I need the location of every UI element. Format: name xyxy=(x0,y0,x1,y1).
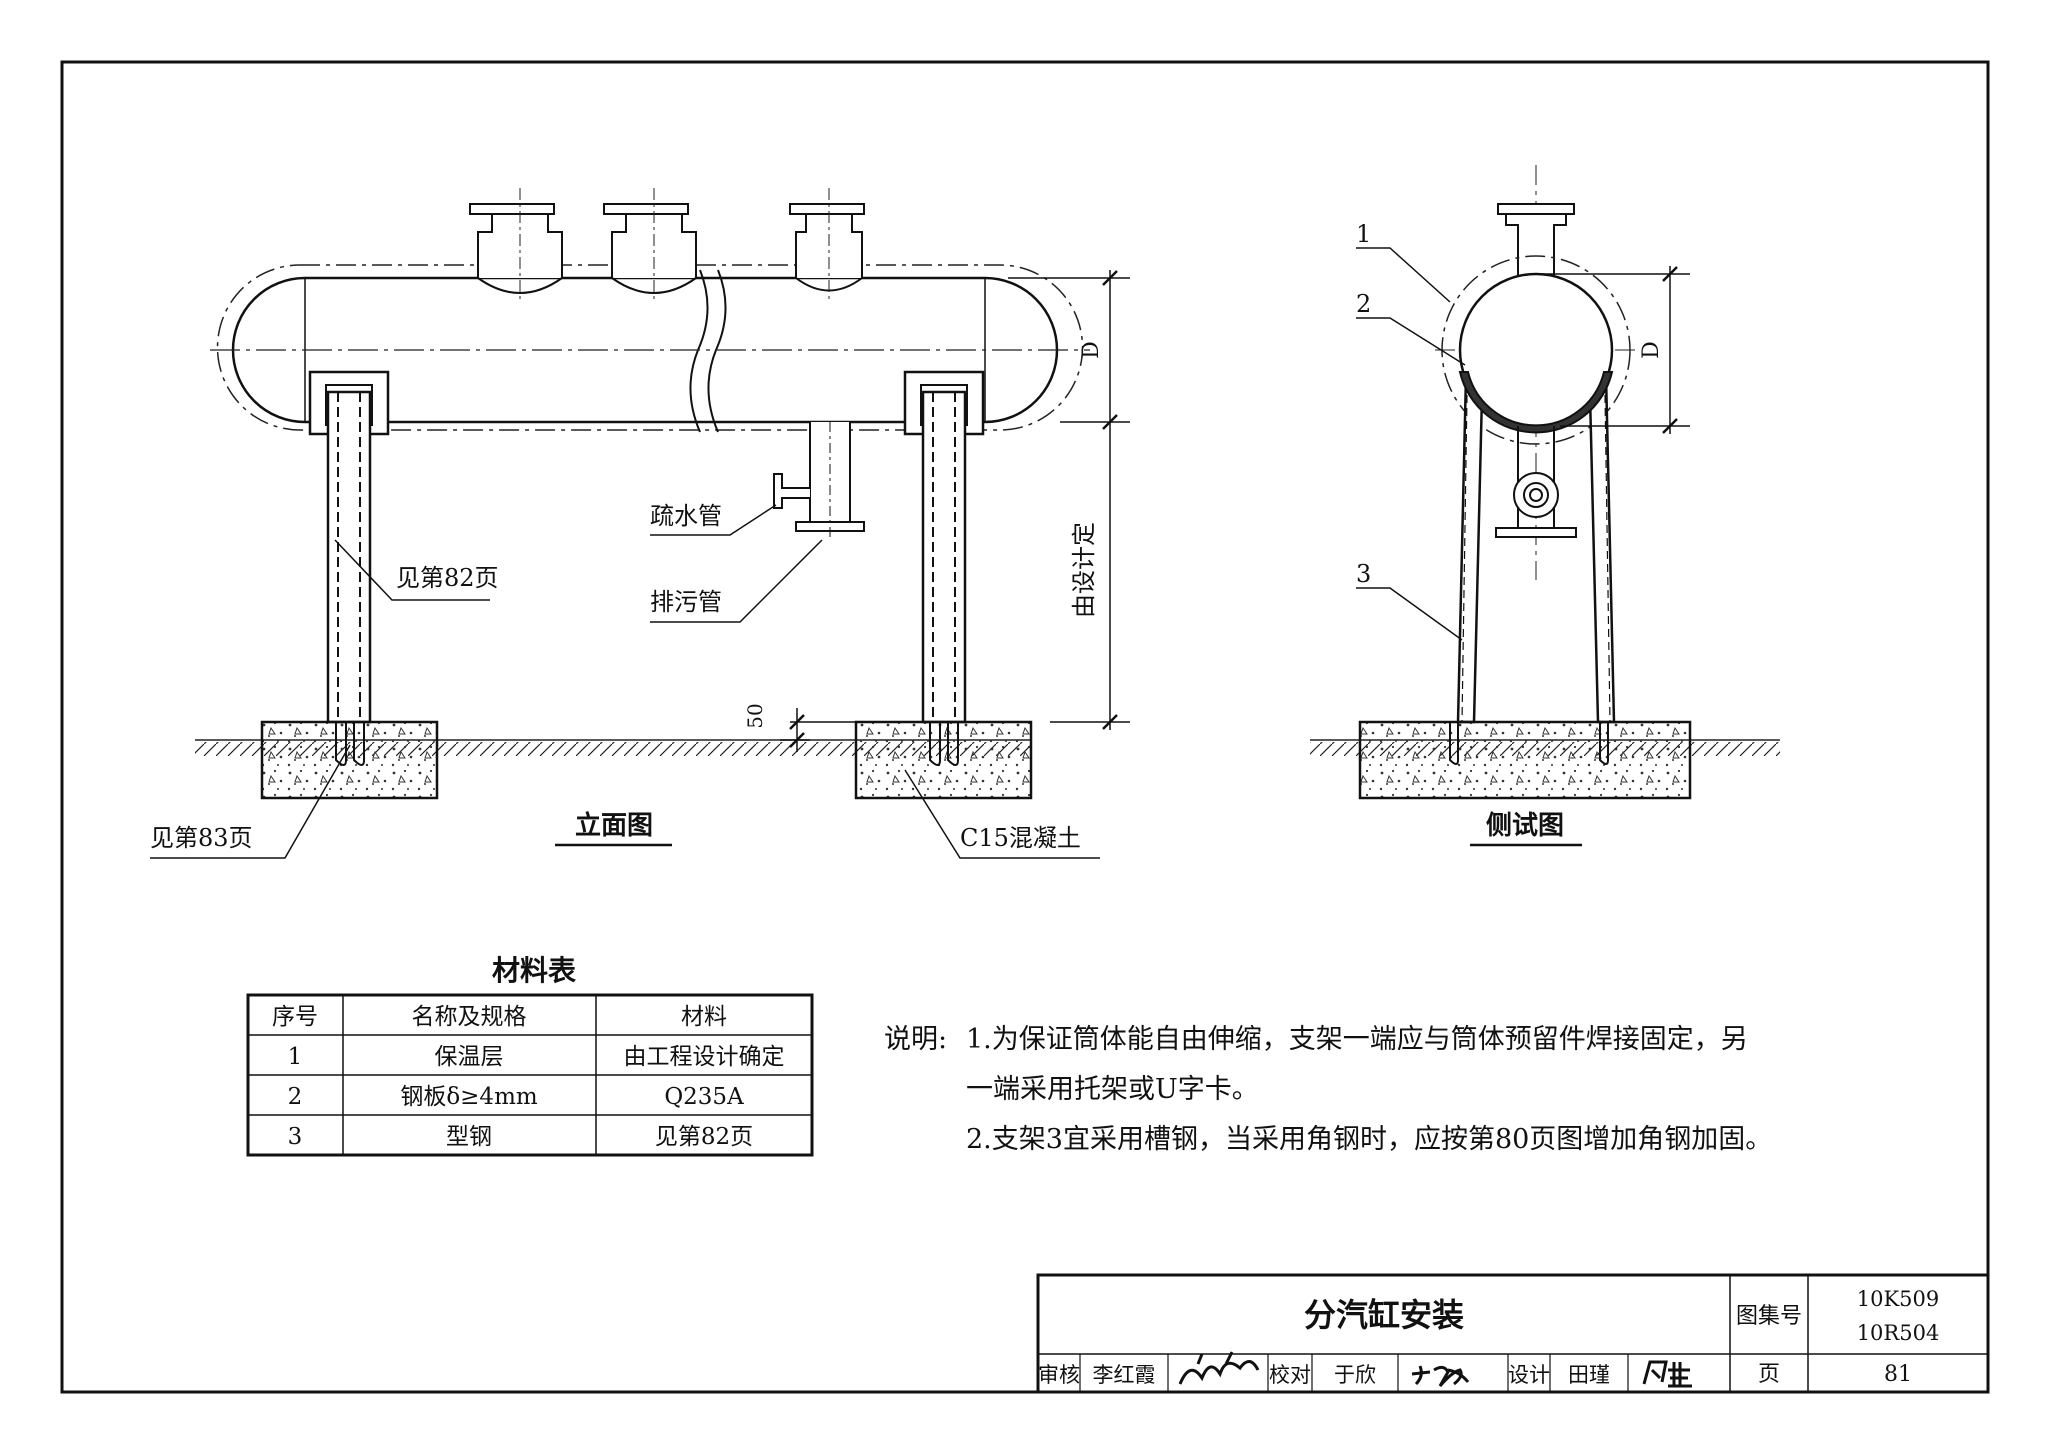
side-dimension xyxy=(1540,266,1690,434)
label-drain-pipe: 疏水管 xyxy=(650,502,722,530)
side-saddle-plate xyxy=(1458,371,1614,434)
materials-row-1-material: 由工程设计确定 xyxy=(624,1044,785,1070)
side-callout-2: 2 xyxy=(1356,290,1371,318)
atlas-label: 图集号 xyxy=(1736,1304,1802,1329)
notes-line-2: 一端采用托架或U字卡。 xyxy=(966,1074,1259,1105)
side-callout-1: 1 xyxy=(1356,220,1371,248)
notes-label: 说明: xyxy=(884,1024,947,1055)
materials-row-3-material: 见第82页 xyxy=(655,1124,753,1150)
right-support xyxy=(903,370,985,724)
materials-row-3-name: 型钢 xyxy=(446,1124,492,1150)
notes: 说明: 1.为保证筒体能自由伸缩，支架一端应与筒体预留件焊接固定，另 一端采用托… xyxy=(884,1024,1772,1155)
label-see-page-82: 见第82页 xyxy=(396,564,499,592)
materials-row-1-name: 保温层 xyxy=(435,1044,504,1070)
title-block: 分汽缸安装 图集号 10K509 10R504 页 81 审核 李红霞 校对 于… xyxy=(1036,1273,1990,1394)
materials-header-name: 名称及规格 xyxy=(412,1004,527,1030)
right-foundation xyxy=(854,720,1033,800)
materials-row-3-no: 3 xyxy=(288,1124,303,1150)
side-foundation xyxy=(1358,720,1692,800)
anchor-bolts xyxy=(335,722,959,766)
materials-row-1-no: 1 xyxy=(288,1044,303,1070)
atlas-number-2: 10R504 xyxy=(1857,1321,1940,1345)
check-name: 于欣 xyxy=(1334,1363,1376,1387)
drawing-title: 分汽缸安装 xyxy=(1304,1296,1464,1334)
elevation-view: D 由设计定 50 见第82页 见第83页 疏水管 排污管 C15混凝土 立面图 xyxy=(150,188,1130,859)
materials-row-2-no: 2 xyxy=(288,1084,303,1110)
dim-50-label: 50 xyxy=(743,703,767,728)
materials-header-no: 序号 xyxy=(272,1004,318,1030)
side-top-nozzle xyxy=(1497,203,1575,280)
side-view-title: 侧试图 xyxy=(1486,811,1564,841)
dimension-lines xyxy=(780,270,1130,752)
atlas-number-1: 10K509 xyxy=(1857,1287,1940,1311)
side-callout-leaders xyxy=(1356,247,1466,641)
sheet-border xyxy=(60,60,1990,1394)
leader-lines xyxy=(150,504,1100,859)
side-dim-d-label: D xyxy=(1639,341,1664,359)
materials-title: 材料表 xyxy=(492,954,576,987)
materials-header-material: 材料 xyxy=(681,1004,727,1030)
review-signature xyxy=(1178,1351,1260,1385)
left-support xyxy=(308,370,390,724)
materials-row-2-name: 钢板δ≥4mm xyxy=(400,1084,538,1110)
label-see-page-83: 见第83页 xyxy=(150,824,253,852)
page-label: 页 xyxy=(1758,1362,1780,1387)
side-drain-nozzle xyxy=(1495,426,1577,538)
side-view: D 1 2 3 侧试图 xyxy=(1310,165,1780,847)
check-label: 校对 xyxy=(1269,1363,1311,1387)
review-label: 审核 xyxy=(1038,1363,1080,1387)
label-concrete: C15混凝土 xyxy=(960,824,1081,852)
design-label: 设计 xyxy=(1508,1363,1550,1387)
materials-table: 材料表 序号 名称及规格 材料 1 保温层 由工程设计确定 2 钢板δ≥4mm … xyxy=(246,954,814,1157)
page-number: 81 xyxy=(1884,1362,1912,1387)
materials-row-2-material: Q235A xyxy=(664,1084,744,1110)
notes-line-1: 1.为保证筒体能自由伸缩，支架一端应与筒体预留件焊接固定，另 xyxy=(966,1024,1748,1055)
left-foundation xyxy=(260,720,439,800)
label-blowdown-pipe: 排污管 xyxy=(650,588,722,616)
drain-nozzle xyxy=(773,422,865,540)
check-signature xyxy=(1411,1365,1470,1387)
review-name: 李红霞 xyxy=(1093,1363,1156,1387)
side-callout-3: 3 xyxy=(1356,560,1371,588)
elevation-view-title: 立面图 xyxy=(575,810,653,841)
design-signature xyxy=(1642,1360,1692,1388)
notes-line-3: 2.支架3宜采用槽钢，当采用角钢时，应按第80页图增加角钢加固。 xyxy=(966,1124,1772,1155)
side-support-legs xyxy=(1456,374,1616,724)
dim-by-design-label: 由设计定 xyxy=(1070,522,1098,618)
design-name: 田瑾 xyxy=(1568,1363,1610,1387)
dim-d-label: D xyxy=(1079,341,1104,359)
